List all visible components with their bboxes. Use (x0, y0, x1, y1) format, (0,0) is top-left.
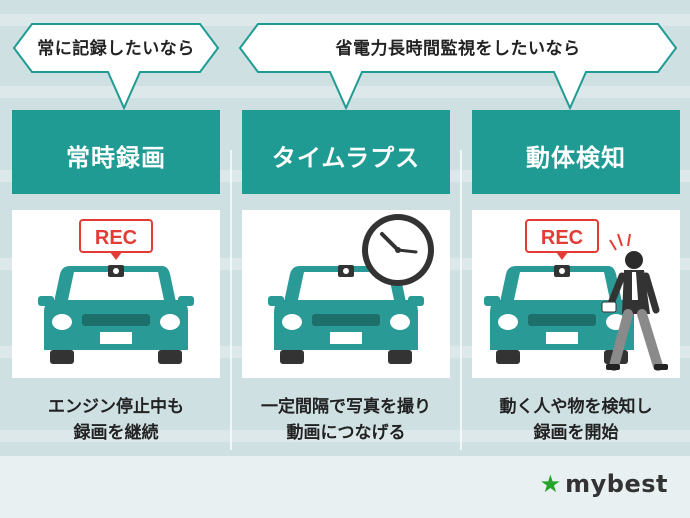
car-with-person-illustration: REC (484, 219, 668, 371)
clock-icon (362, 214, 434, 286)
panel-illustration: REC (472, 210, 680, 378)
panel-title: 動体検知 (526, 144, 626, 172)
column-divider (460, 150, 462, 450)
panel-header: タイムラプス (242, 110, 450, 194)
car-icon (38, 265, 194, 364)
panel-continuous-recording: 常時録画 REC (12, 110, 220, 454)
car-icon (268, 265, 424, 364)
panel-header: 動体検知 (472, 110, 680, 194)
speech-bubble-right: 省電力長時間監視をしたいなら (238, 22, 678, 111)
footer: ★ mybest (0, 456, 690, 518)
walking-person-icon (601, 233, 668, 371)
caption-line: エンジン停止中も (48, 397, 184, 417)
panel-illustration (242, 210, 450, 378)
caption-line: 動画につなげる (286, 423, 406, 443)
car-with-rec-illustration: REC (38, 219, 194, 364)
panel-timelapse: タイムラプス (242, 110, 450, 454)
column-divider (230, 150, 232, 450)
caption-line: 録画を開始 (533, 423, 619, 443)
caption-line: 一定間隔で写真を撮り (261, 397, 431, 417)
bubble-right-text: 省電力長時間監視をしたいなら (335, 39, 581, 59)
panel-illustration: REC (12, 210, 220, 378)
rec-badge: REC (525, 219, 599, 260)
car-icon (484, 265, 640, 364)
panel-title: タイムラプス (271, 144, 421, 172)
caption-line: 録画を継続 (73, 423, 159, 443)
speech-bubble-left: 常に記録したいなら (12, 22, 220, 111)
panel-header: 常時録画 (12, 110, 220, 194)
panel-title: 常時録画 (66, 144, 166, 172)
svg-text:REC: REC (95, 227, 137, 249)
bubble-left-text: 常に記録したいなら (37, 39, 195, 59)
panel-caption: エンジン停止中も 録画を継続 (12, 394, 220, 446)
panel-motion-detection: 動体検知 REC (472, 110, 680, 454)
bg-stripe (0, 430, 690, 442)
car-with-clock-illustration (268, 214, 434, 364)
rec-badge: REC (79, 219, 153, 260)
caption-line: 動く人や物を検知し (499, 397, 653, 417)
svg-text:REC: REC (541, 227, 583, 249)
brand-logo: ★ mybest (540, 470, 668, 498)
star-icon: ★ (539, 470, 562, 498)
panel-caption: 一定間隔で写真を撮り 動画につなげる (242, 394, 450, 446)
panel-caption: 動く人や物を検知し 録画を開始 (472, 394, 680, 446)
brand-name: mybest (565, 470, 668, 498)
